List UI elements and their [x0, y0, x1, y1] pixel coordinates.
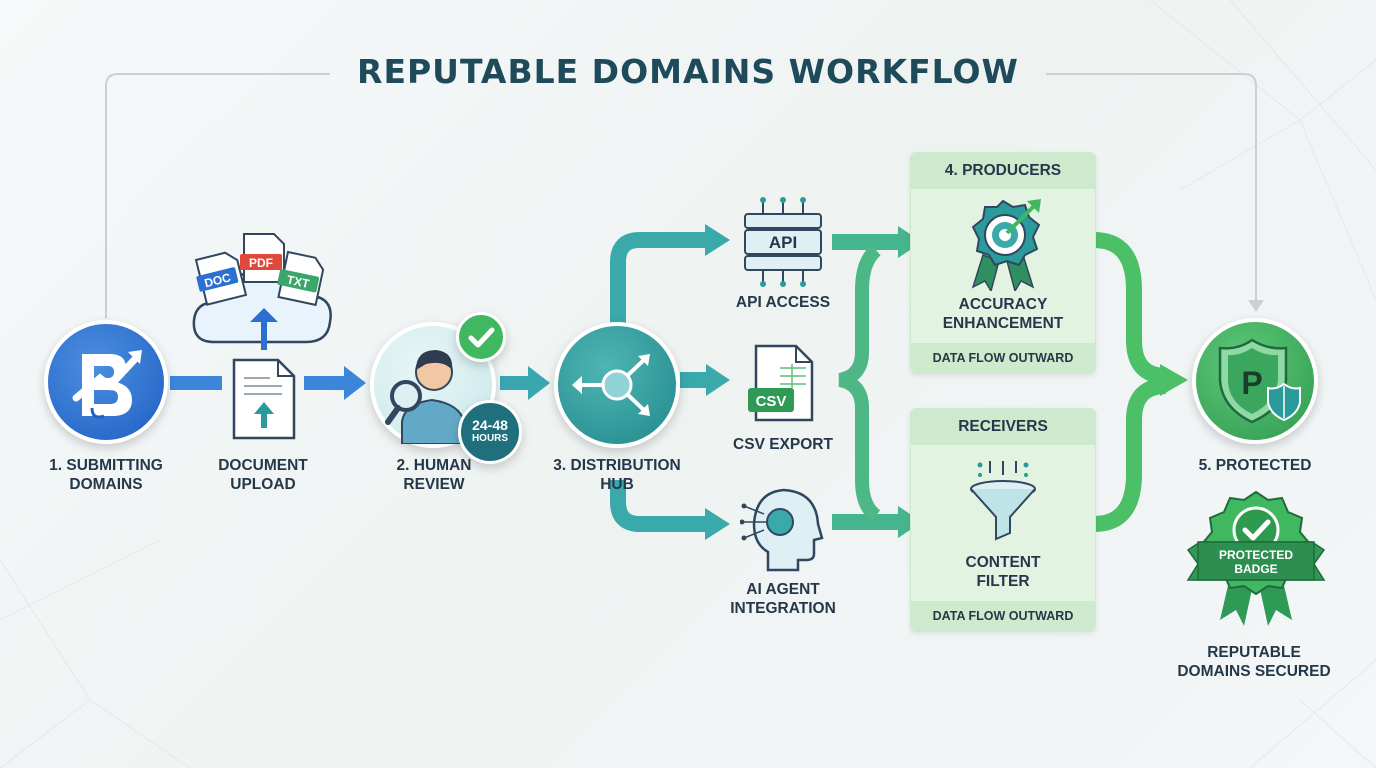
protected-label: 5. PROTECTED: [1198, 457, 1312, 474]
secured-line2: DOMAINS SECURED: [1177, 663, 1331, 680]
human-review-label: 2. HUMAN REVIEW: [344, 456, 524, 494]
pdf-file-icon: PDF: [240, 233, 285, 283]
merge-to-protected: [1093, 232, 1167, 532]
hub-line1: 3. DISTRIBUTION: [553, 457, 681, 474]
secured-line1: REPUTABLE: [1207, 644, 1301, 661]
review-line2: REVIEW: [403, 476, 465, 493]
submitting-domains-label: 1. SUBMITTING DOMAINS: [16, 456, 196, 494]
review-line1: 2. HUMAN: [396, 457, 472, 474]
hub-branch-bottom-arrowhead: [705, 508, 730, 540]
cloud-upload-icon: DOC PDF TXT: [192, 233, 332, 350]
receivers-label: CONTENT FILTER: [911, 553, 1095, 591]
distribution-hub-label: 3. DISTRIBUTION HUB: [527, 456, 707, 494]
upload-line1: DOCUMENT: [218, 457, 308, 474]
badge-line2: BADGE: [1234, 562, 1278, 576]
arrow-review-to-hub: [500, 366, 550, 400]
api-chip-icon: API: [744, 197, 822, 287]
feedback-loop-line: [105, 73, 1257, 318]
reviewer-icon: [385, 350, 465, 444]
txt-file-icon: TXT: [277, 250, 325, 307]
receivers-line2: FILTER: [976, 573, 1030, 590]
merge-to-protected-arrowhead: [1160, 364, 1188, 396]
feedback-loop-arrowhead: [1248, 300, 1264, 312]
producers-line1: ACCURACY: [958, 296, 1048, 313]
producers-label: ACCURACY ENHANCEMENT: [911, 295, 1095, 333]
file-label-doc: DOC: [203, 270, 233, 290]
ai-agent-label: AI AGENT INTEGRATION: [693, 580, 873, 618]
hub-branch-middle-arrowhead: [706, 364, 730, 396]
receivers-line1: CONTENT: [965, 554, 1041, 571]
producers-footer: DATA FLOW OUTWARD: [911, 343, 1095, 373]
badge-label: PROTECTED BADGE: [1198, 548, 1314, 576]
csv-icon-text: CSV: [756, 393, 787, 410]
shield-p-icon: P: [1218, 338, 1301, 424]
review-time-value: 24-48: [472, 417, 508, 433]
hub-branch-top: [610, 232, 708, 330]
hub-branch-bottom: [610, 480, 708, 532]
hub-branch-middle: [680, 372, 710, 388]
arrow-ai-to-receivers: [832, 514, 902, 530]
page-title: REPUTABLE DOMAINS WORKFLOW: [357, 52, 1019, 91]
arrow-submit-to-upload: [170, 376, 222, 390]
receivers-header: RECEIVERS: [911, 409, 1095, 445]
clock-icon: 24-48 HOURS: [458, 400, 522, 464]
ai-head-icon: [740, 488, 824, 572]
upload-line2: UPLOAD: [230, 476, 296, 493]
csv-file-icon: CSV: [748, 344, 814, 422]
hub-arrows-icon: [572, 354, 650, 416]
api-icon-text: API: [769, 233, 797, 252]
domains-secured-label: REPUTABLE DOMAINS SECURED: [1164, 643, 1344, 681]
submitting-line2: DOMAINS: [69, 476, 143, 493]
distribution-hub-node: [554, 322, 680, 448]
submitting-domains-node: [44, 320, 168, 444]
arrow-api-to-producers: [832, 234, 902, 250]
file-label-pdf: PDF: [249, 256, 273, 270]
producers-panel: 4. PRODUCERS ACCURACY ENHANCEMENT DATA F…: [910, 152, 1096, 374]
receivers-panel: RECEIVERS CONTENT FILTER DATA FLOW OUTWA…: [910, 408, 1096, 632]
receivers-footer: DATA FLOW OUTWARD: [911, 601, 1095, 631]
review-time-unit: HOURS: [471, 433, 509, 444]
submitting-line1: 1. SUBMITTING: [49, 457, 163, 474]
csv-export-label: CSV EXPORT: [733, 436, 833, 453]
document-upload-icon: [232, 358, 296, 440]
file-label-txt: TXT: [285, 273, 311, 292]
badge-line1: PROTECTED: [1218, 548, 1293, 562]
brand-logo-icon: [72, 350, 142, 419]
check-icon: [456, 312, 506, 362]
ai-line2: INTEGRATION: [730, 600, 836, 617]
arrow-upload-to-review: [304, 366, 366, 400]
ai-line1: AI AGENT: [746, 581, 820, 598]
doc-file-icon: DOC: [194, 251, 248, 306]
producers-line2: ENHANCEMENT: [942, 315, 1064, 332]
brace-connector: [838, 244, 881, 522]
producers-header: 4. PRODUCERS: [911, 153, 1095, 189]
target-ribbon-icon: [971, 199, 1041, 291]
hub-line2: HUB: [600, 476, 634, 493]
protected-node: P: [1192, 318, 1318, 444]
document-upload-label: DOCUMENT UPLOAD: [173, 456, 353, 494]
funnel-icon: [970, 461, 1036, 541]
api-access-label: API ACCESS: [735, 294, 831, 311]
badge-ribbon-icon: [1186, 490, 1326, 626]
hub-branch-top-arrowhead: [705, 224, 730, 256]
svg-text:P: P: [1241, 365, 1262, 401]
